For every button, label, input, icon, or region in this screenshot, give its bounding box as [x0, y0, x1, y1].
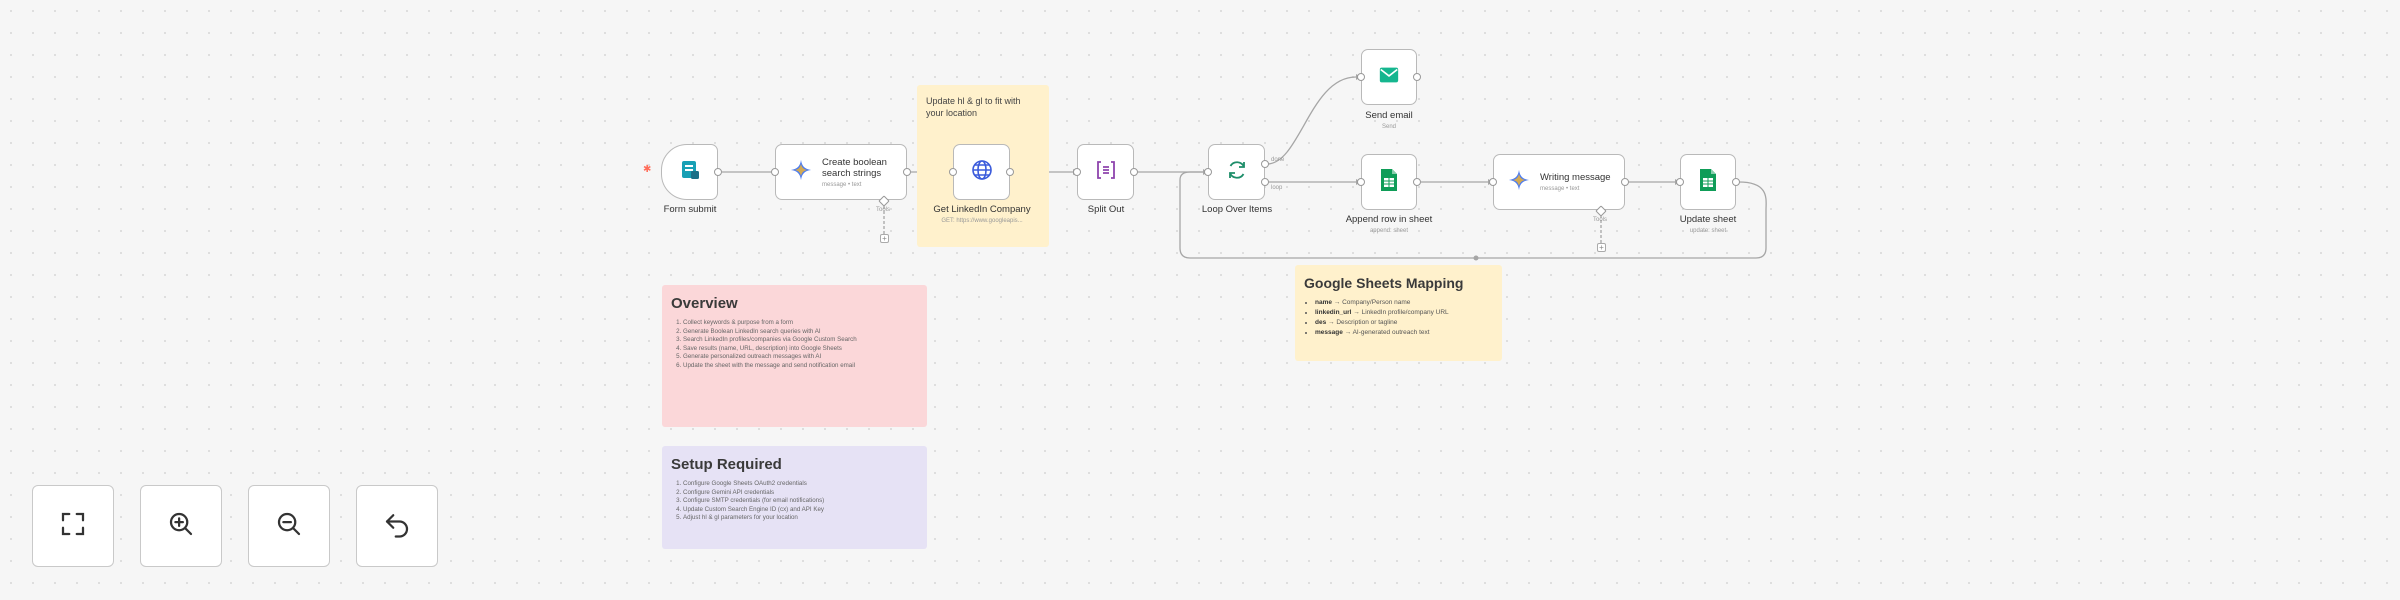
create-boolean-output-port[interactable]	[903, 168, 911, 176]
update-sheet-node[interactable]	[1680, 154, 1736, 210]
get-linkedin-node[interactable]	[953, 144, 1010, 200]
google-sheets-icon	[1699, 168, 1717, 197]
create-boolean-title: Create boolean search strings	[822, 156, 887, 179]
gemini-sparkle-icon	[790, 159, 812, 186]
setup-item: Adjust hl & gl parameters for your locat…	[683, 514, 918, 523]
form-icon	[678, 158, 702, 187]
overview-item: Save results (name, URL, description) in…	[683, 345, 918, 354]
loop-over-items-label: Loop Over Items	[1201, 204, 1273, 215]
create-boolean-subtitle: message • text	[822, 181, 862, 188]
tools-label: Tools	[1593, 217, 1608, 223]
append-row-output-port[interactable]	[1413, 178, 1421, 186]
add-tool-button[interactable]: +	[880, 234, 889, 243]
loop-done-port[interactable]	[1261, 160, 1269, 168]
setup-item: Configure SMTP credentials (for email no…	[683, 497, 918, 506]
split-out-output-port[interactable]	[1130, 168, 1138, 176]
get-linkedin-label: Get LinkedIn Company GET: https://www.go…	[933, 204, 1031, 224]
loop-loop-port[interactable]	[1261, 178, 1269, 186]
create-boolean-node[interactable]: Create boolean search strings message • …	[775, 144, 907, 200]
overview-item: Generate Boolean LinkedIn search queries…	[683, 328, 918, 337]
setup-item: Configure Google Sheets OAuth2 credentia…	[683, 480, 918, 489]
gemini-sparkle-icon	[1508, 169, 1530, 196]
location-note-text: Update hl & gl to fit with your location	[926, 96, 1021, 118]
fit-view-button[interactable]	[32, 485, 114, 567]
mapping-row: message → AI-generated outreach text	[1315, 328, 1493, 338]
form-submit-output-port[interactable]	[714, 168, 722, 176]
writing-message-output-port[interactable]	[1621, 178, 1629, 186]
loop-label: loop	[1271, 185, 1283, 191]
zoom-out-button[interactable]	[248, 485, 330, 567]
add-tool-button[interactable]: +	[1597, 243, 1606, 252]
mapping-row: linkedin_url → LinkedIn profile/company …	[1315, 308, 1493, 318]
zoom-in-button[interactable]	[140, 485, 222, 567]
overview-item: Update the sheet with the message and se…	[683, 362, 918, 371]
undo-icon	[382, 509, 412, 544]
setup-item: Configure Gemini API credentials	[683, 489, 918, 498]
mapping-sticky-note[interactable]: Google Sheets Mapping name → Company/Per…	[1295, 265, 1502, 361]
tools-label: Tools	[876, 207, 891, 213]
email-icon	[1378, 64, 1400, 91]
update-sheet-output-port[interactable]	[1732, 178, 1740, 186]
append-row-input-port[interactable]	[1357, 178, 1365, 186]
split-out-node[interactable]	[1077, 144, 1134, 200]
zoom-out-icon	[274, 509, 304, 544]
form-submit-node[interactable]	[661, 144, 718, 200]
zoom-in-icon	[166, 509, 196, 544]
get-linkedin-input-port[interactable]	[949, 168, 957, 176]
done-label: done	[1271, 157, 1285, 163]
update-sheet-input-port[interactable]	[1676, 178, 1684, 186]
loop-over-items-node[interactable]	[1208, 144, 1265, 200]
mapping-title: Google Sheets Mapping	[1304, 275, 1464, 291]
fit-screen-icon	[58, 509, 88, 544]
writing-message-node[interactable]: Writing message message • text	[1493, 154, 1625, 210]
split-out-input-port[interactable]	[1073, 168, 1081, 176]
writing-message-subtitle: message • text	[1540, 186, 1580, 192]
loop-input-port[interactable]	[1204, 168, 1212, 176]
split-brackets-icon	[1094, 158, 1118, 187]
writing-message-title: Writing message	[1540, 172, 1611, 183]
mapping-row: name → Company/Person name	[1315, 298, 1493, 308]
get-linkedin-output-port[interactable]	[1006, 168, 1014, 176]
setup-sticky-note[interactable]: Setup Required Configure Google Sheets O…	[662, 446, 927, 549]
globe-icon	[970, 158, 994, 187]
send-email-input-port[interactable]	[1357, 73, 1365, 81]
overview-item: Collect keywords & purpose from a form	[683, 319, 918, 328]
setup-title: Setup Required	[671, 456, 782, 473]
trigger-bolt-icon: ✱	[643, 164, 652, 175]
overview-title: Overview	[671, 295, 738, 312]
overview-item: Generate personalized outreach messages …	[683, 353, 918, 362]
send-email-node[interactable]	[1361, 49, 1417, 105]
overview-sticky-note[interactable]: Overview Collect keywords & purpose from…	[662, 285, 927, 427]
google-sheets-icon	[1380, 168, 1398, 197]
undo-button[interactable]	[356, 485, 438, 567]
setup-item: Update Custom Search Engine ID (cx) and …	[683, 506, 918, 515]
split-out-label: Split Out	[1087, 204, 1125, 215]
setup-list: Configure Google Sheets OAuth2 credentia…	[671, 480, 918, 523]
form-submit-label: Form submit	[663, 204, 717, 215]
update-sheet-label: Update sheet update: sheet	[1679, 214, 1737, 234]
create-boolean-input-port[interactable]	[771, 168, 779, 176]
append-row-label: Append row in sheet append: sheet	[1345, 214, 1433, 234]
mapping-list: name → Company/Person name linkedin_url …	[1304, 298, 1493, 338]
append-row-node[interactable]	[1361, 154, 1417, 210]
loop-arrows-icon	[1225, 158, 1249, 187]
send-email-label: Send email Send	[1365, 110, 1413, 130]
send-email-output-port[interactable]	[1413, 73, 1421, 81]
writing-message-input-port[interactable]	[1489, 178, 1497, 186]
overview-list: Collect keywords & purpose from a form G…	[671, 319, 918, 371]
mapping-row: des → Description or tagline	[1315, 318, 1493, 328]
overview-item: Search LinkedIn profiles/companies via G…	[683, 336, 918, 345]
